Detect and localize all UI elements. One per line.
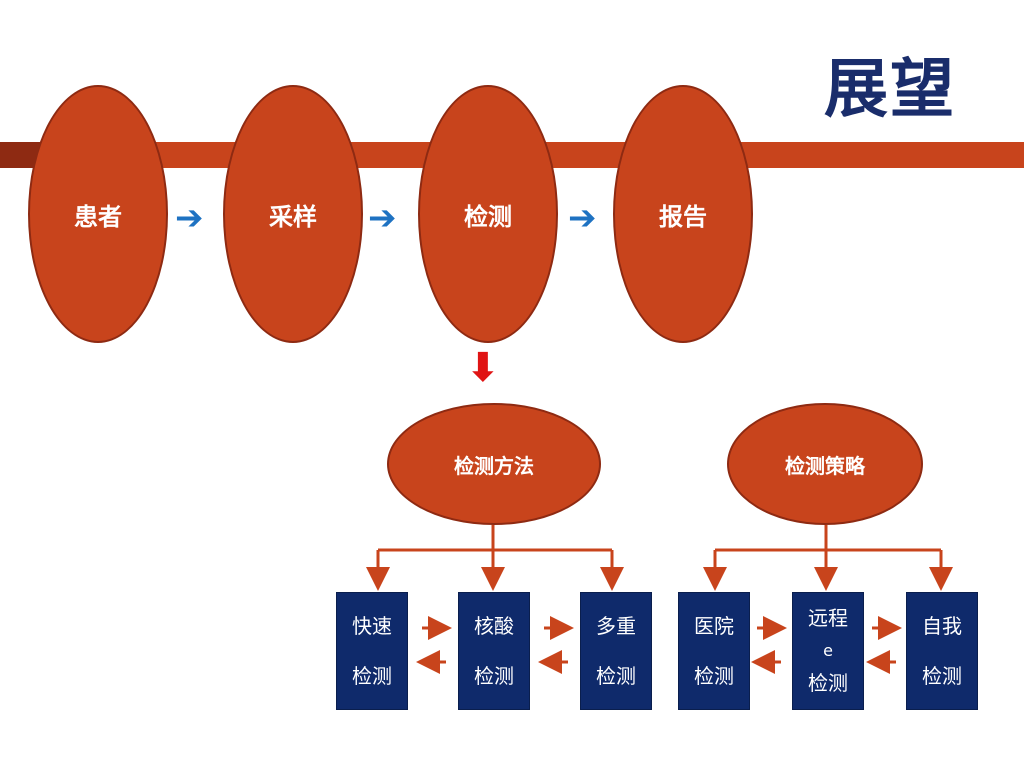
box-line-top: 核酸 [474, 613, 514, 638]
method-label: 检测方法 [454, 453, 534, 478]
strategy-box-remote: 远程 e 检测 [792, 592, 864, 710]
flow-node-label: 检测 [464, 202, 512, 231]
arrow-right-icon: ➔ [568, 198, 597, 238]
flow-node-sampling: 采样 [223, 85, 363, 343]
flow-node-patient: 患者 [28, 85, 168, 343]
box-line-bottom: 检测 [922, 663, 962, 688]
flow-node-report: 报告 [613, 85, 753, 343]
box-line-top: 多重 [596, 613, 636, 638]
strategy-oval: 检测策略 [727, 403, 923, 525]
strategy-box-hospital: 医院 检测 [678, 592, 750, 710]
arrow-right-icon: ➔ [368, 198, 397, 238]
method-box-multiplex: 多重 检测 [580, 592, 652, 710]
box-line-bottom: 检测 [694, 663, 734, 688]
strategy-label: 检测策略 [785, 453, 865, 478]
box-line-mid: e [823, 640, 833, 660]
flow-node-label: 患者 [74, 202, 122, 231]
box-line-bottom: 检测 [352, 663, 392, 688]
flow-node-label: 报告 [659, 202, 707, 231]
method-box-nucleic-acid: 核酸 检测 [458, 592, 530, 710]
box-line-bottom: 检测 [596, 663, 636, 688]
flow-node-label: 采样 [269, 202, 317, 231]
box-line-bottom: 检测 [808, 671, 848, 696]
box-line-top: 远程 [808, 605, 848, 630]
box-line-top: 医院 [694, 613, 734, 638]
box-line-top: 快速 [352, 613, 392, 638]
arrow-down-icon: ⬇ [466, 345, 500, 391]
box-line-bottom: 检测 [474, 663, 514, 688]
box-line-top: 自我 [922, 613, 962, 638]
strategy-box-self: 自我 检测 [906, 592, 978, 710]
method-oval: 检测方法 [387, 403, 601, 525]
page-title: 展望 [824, 53, 956, 127]
method-box-rapid: 快速 检测 [336, 592, 408, 710]
flow-node-testing: 检测 [418, 85, 558, 343]
arrow-right-icon: ➔ [175, 198, 204, 238]
